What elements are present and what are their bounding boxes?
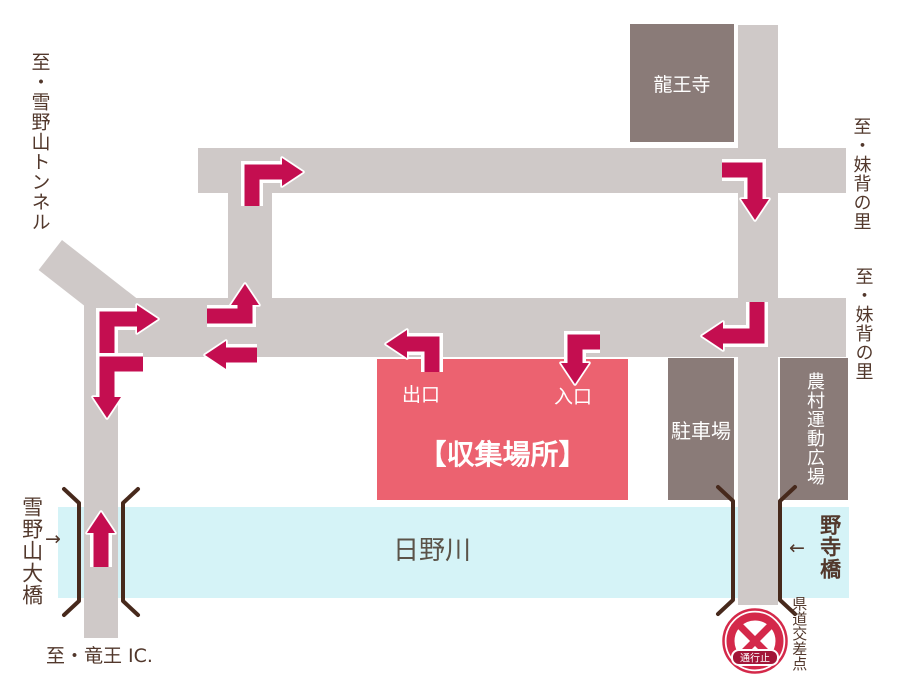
label-to-tunnel: 至・雪野山トンネル	[28, 52, 51, 232]
west-bridge-pointer-icon: →	[45, 528, 61, 550]
sign-cross-icon	[735, 621, 775, 661]
building-parking: 駐車場	[668, 358, 734, 500]
site-entrance-label: 入口	[554, 386, 593, 408]
label-to-ryuo-ic: 至・竜王 IC.	[46, 645, 153, 667]
label-to-imose-top: 至・妹背の里	[850, 117, 872, 231]
sign-label: 通行止	[740, 652, 770, 665]
building-plaza: 農村運動広場	[780, 358, 848, 500]
collection-site: 出口 入口 【収集場所】	[377, 359, 628, 500]
river-label: 日野川	[393, 536, 472, 566]
site-title: 【収集場所】	[418, 438, 587, 471]
road-west	[84, 298, 118, 638]
plaza-label: 農村運動広場	[804, 372, 825, 486]
no-entry-sign: 通行止	[722, 608, 788, 674]
sign-outer-ring	[722, 608, 788, 674]
site-exit-label: 出口	[402, 384, 441, 406]
building-temple: 龍王寺	[630, 24, 734, 142]
east-bridge-pointer-icon: ←	[789, 537, 805, 559]
label-to-imose-mid: 至・妹背の里	[852, 267, 874, 381]
parking-label: 駐車場	[671, 418, 731, 443]
road-east	[738, 25, 778, 605]
sign-banner	[731, 649, 779, 666]
temple-label: 龍王寺	[653, 73, 711, 96]
label-nodera-bridge: 野寺橋	[817, 514, 842, 580]
road-connector	[228, 193, 272, 298]
road-main	[84, 298, 846, 357]
sign-inner-ring	[726, 612, 784, 670]
label-yukinoyama-bridge: 雪野山大橋	[19, 496, 44, 606]
label-kendo-intersection: 県道交差点	[790, 596, 809, 671]
